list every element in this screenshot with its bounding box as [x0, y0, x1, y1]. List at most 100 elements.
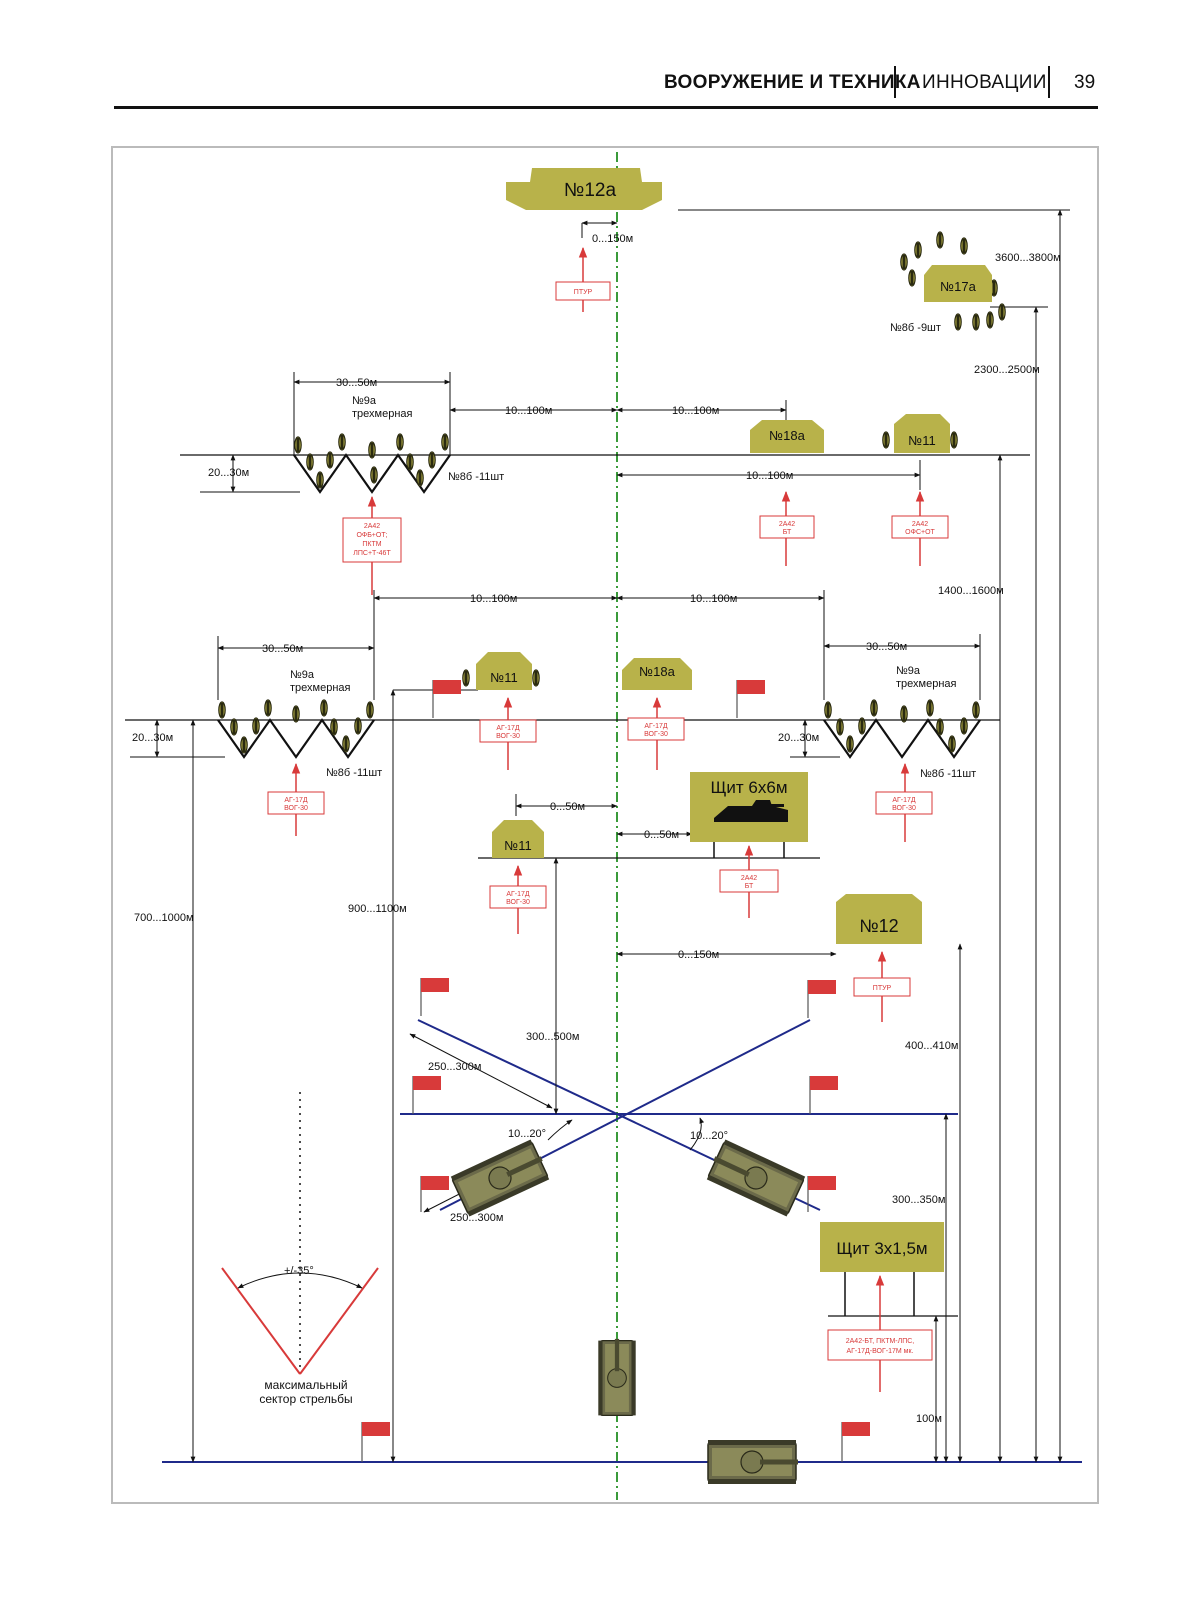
dim-label: 20...30м: [132, 732, 173, 744]
tank-start: [707, 1439, 799, 1485]
dim-label: 250...300м: [450, 1212, 503, 1224]
dim-label: 10...100м: [505, 405, 552, 417]
target-18a-mid-label: №18а: [639, 664, 675, 679]
label-8b-right: №8б -11шт: [920, 768, 976, 780]
dim-label: 3600...3800м: [995, 252, 1061, 264]
weapon-text-line: ВОГ-30: [496, 733, 520, 740]
angle-arc-b: [689, 1117, 705, 1151]
weapon-box: [827, 1329, 933, 1361]
shield-6x6-label: Щит 6х6м: [710, 778, 787, 797]
weapon-text-line: АГ-17Д: [496, 725, 520, 732]
target-12a-label: №12а: [564, 180, 617, 201]
weapon-box: [342, 517, 402, 563]
dim-label: +/-35°: [284, 1265, 314, 1277]
weapon-text-line: АГ-17Д: [284, 797, 308, 804]
weapon-box: [853, 977, 911, 997]
header-divider: [1048, 66, 1050, 98]
flag: [412, 1076, 441, 1114]
weapon-text-ptur-low: ПТУР: [873, 985, 892, 992]
header-divider: [894, 66, 896, 98]
weapon-text-line: БТ: [783, 529, 792, 536]
weapon-text-line: 2А42-БТ, ПКТМ-ЛПС,: [846, 1338, 915, 1345]
trench-left: [217, 718, 375, 759]
weapon-text-line: БТ: [745, 883, 754, 890]
dim-label: 10...100м: [470, 593, 517, 605]
weapon-text-line: ЛПС+Т-46Т: [353, 550, 391, 557]
weapon-text-line: 2А42: [364, 523, 380, 530]
weapon-text-ptur-top: ПТУР: [574, 289, 593, 296]
dim-label: 300...500м: [526, 1031, 579, 1043]
label-trekh-right: трехмерная: [896, 678, 957, 690]
angle-arc-a: [547, 1119, 573, 1141]
weapon-text-line: АГ-17Д: [506, 891, 530, 898]
page-number: 39: [1074, 72, 1096, 93]
target-11-top-label: №11: [908, 433, 935, 448]
weapon-text-line: ПТУР: [873, 985, 892, 992]
label-9a-left: №9а: [290, 669, 315, 681]
target-11-mid: [476, 652, 532, 690]
dim-label: 900...1100м: [348, 903, 407, 915]
dim-label: 20...30м: [208, 467, 249, 479]
weapon-box: [759, 515, 815, 539]
label-8b-9: №8б -9шт: [890, 322, 941, 334]
dim-label: 30...50м: [262, 643, 303, 655]
label-8b-top: №8б -11шт: [448, 471, 504, 483]
weapon-text-line: АГ-17Д: [892, 797, 916, 804]
weapon-text-line: ОФБ+ОТ;: [356, 532, 387, 539]
target-18a-top: [750, 420, 824, 453]
shield-3x1: [820, 1222, 944, 1272]
weapon-text-line: 2А42: [741, 875, 757, 882]
target-18a-top-label: №18а: [769, 428, 805, 443]
label-8b-left: №8б -11шт: [326, 767, 382, 779]
diagram-frame: [111, 146, 1099, 1504]
flag: [841, 1422, 870, 1462]
dim-label: 10...20°: [690, 1130, 728, 1142]
shield-3x1-label: Щит 3х1,5м: [836, 1239, 927, 1258]
target-18a-mid: [622, 658, 692, 690]
tank-center: [597, 1338, 637, 1417]
weapon-box: [555, 281, 611, 301]
weapon-text-line: АГ-17Д-ВОГ-17М мк.: [846, 1348, 913, 1355]
flag: [420, 978, 449, 1016]
flag: [807, 980, 836, 1018]
dim-label: 0...150м: [678, 949, 719, 961]
dim-label: 0...50м: [644, 829, 679, 841]
soldier-figures: [218, 231, 1006, 754]
target-17a: [924, 265, 992, 302]
weapon-text-line: ВОГ-30: [644, 731, 668, 738]
weapon-box: [627, 717, 685, 741]
weapon-box: [719, 869, 779, 893]
label-trekh-top: трехмерная: [352, 408, 413, 420]
weapon-box: [267, 791, 325, 815]
dim-label: 2300...2500м: [974, 364, 1040, 376]
label-9a-right: №9а: [896, 665, 921, 677]
weapon-text-line: 2А42: [779, 521, 795, 528]
weapon-text-line: АГ-17Д: [644, 723, 668, 730]
flag: [420, 1176, 449, 1212]
weapon-box: [891, 515, 949, 539]
dim-label: 0...150м: [592, 233, 633, 245]
label-9a-top: №9а: [352, 395, 377, 407]
subsection-title: ИННОВАЦИИ: [922, 72, 1047, 93]
dim-label: 10...100м: [672, 405, 719, 417]
dim-label: 700...1000м: [134, 912, 194, 924]
weapon-text-line: ПТУР: [574, 289, 593, 296]
label-sector-1: максимальный: [264, 1378, 347, 1392]
sector-edge-right: [299, 1267, 379, 1375]
trench-top: [293, 453, 451, 494]
dim-label: 30...50м: [866, 641, 907, 653]
weapon-text-bottom: 2А42-БТ, ПКТМ-ЛПС, АГ-17Д-ВОГ-17М мк.: [846, 1338, 915, 1355]
flag: [809, 1076, 838, 1114]
flag: [432, 680, 461, 718]
dim-label: 1400...1600м: [938, 585, 1004, 597]
trenches: [217, 453, 981, 759]
